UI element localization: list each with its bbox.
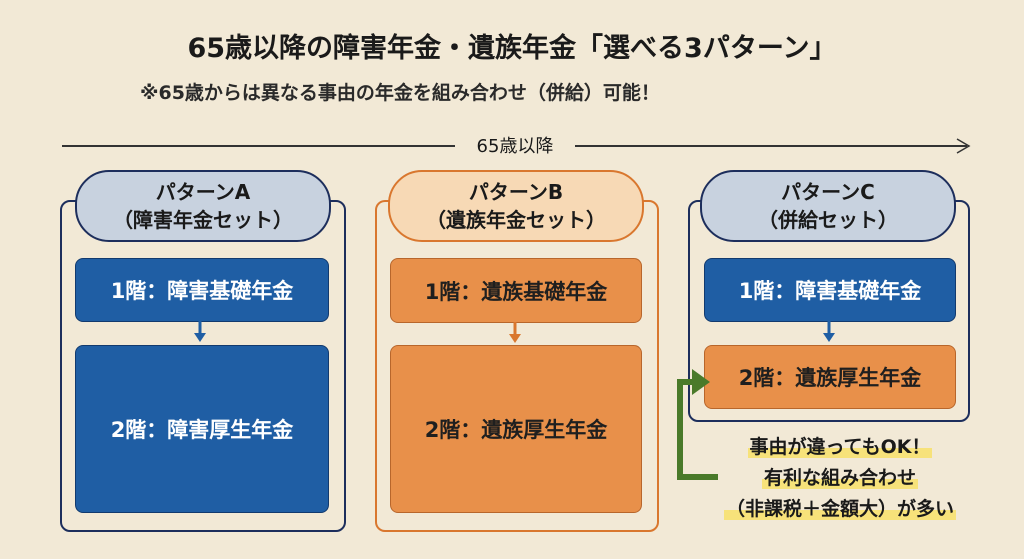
pattern-c-tier2: 2階：遺族厚生年金	[704, 345, 956, 409]
pattern-a-set: （障害年金セット）	[113, 208, 293, 232]
diagram-title: 65歳以降の障害年金・遺族年金「選べる3パターン」	[187, 33, 837, 64]
pattern-c-tier1: 1階：障害基礎年金	[704, 258, 956, 322]
timeline-label: 65歳以降	[455, 132, 575, 158]
timeline-arrow-icon	[956, 138, 971, 154]
pattern-c-set: （併給セット）	[758, 208, 898, 232]
down-arrow-icon	[509, 322, 521, 343]
note-line-2: 有利な組み合わせ	[761, 467, 918, 489]
pattern-c-header: パターンC （併給セット）	[700, 170, 956, 242]
pattern-b-set: （遺族年金セット）	[426, 208, 606, 232]
pattern-a-tier1: 1階：障害基礎年金	[75, 258, 329, 322]
pattern-b-tier1: 1階：遺族基礎年金	[390, 258, 642, 323]
pattern-c-name: パターンC	[781, 180, 875, 204]
note-line-1: 事由が違ってもOK！	[747, 436, 933, 458]
note-line-3: （非課税＋金額大）が多い	[723, 498, 956, 520]
pattern-a-tier2: 2階：障害厚生年金	[75, 345, 329, 513]
down-arrow-icon	[194, 321, 206, 342]
pattern-a-header: パターンA （障害年金セット）	[75, 170, 331, 242]
pattern-b-tier2: 2階：遺族厚生年金	[390, 345, 642, 513]
green-return-arrow-icon	[677, 369, 718, 480]
combination-note: 事由が違ってもOK！ 有利な組み合わせ （非課税＋金額大）が多い	[690, 432, 990, 525]
pattern-b-name: パターンB	[468, 180, 564, 204]
subtitle: ※65歳からは異なる事由の年金を組み合わせ（併給）可能！	[140, 82, 660, 104]
pattern-b-header: パターンB （遺族年金セット）	[388, 170, 644, 242]
pattern-a-name: パターンA	[155, 180, 251, 204]
down-arrow-icon	[823, 321, 835, 342]
